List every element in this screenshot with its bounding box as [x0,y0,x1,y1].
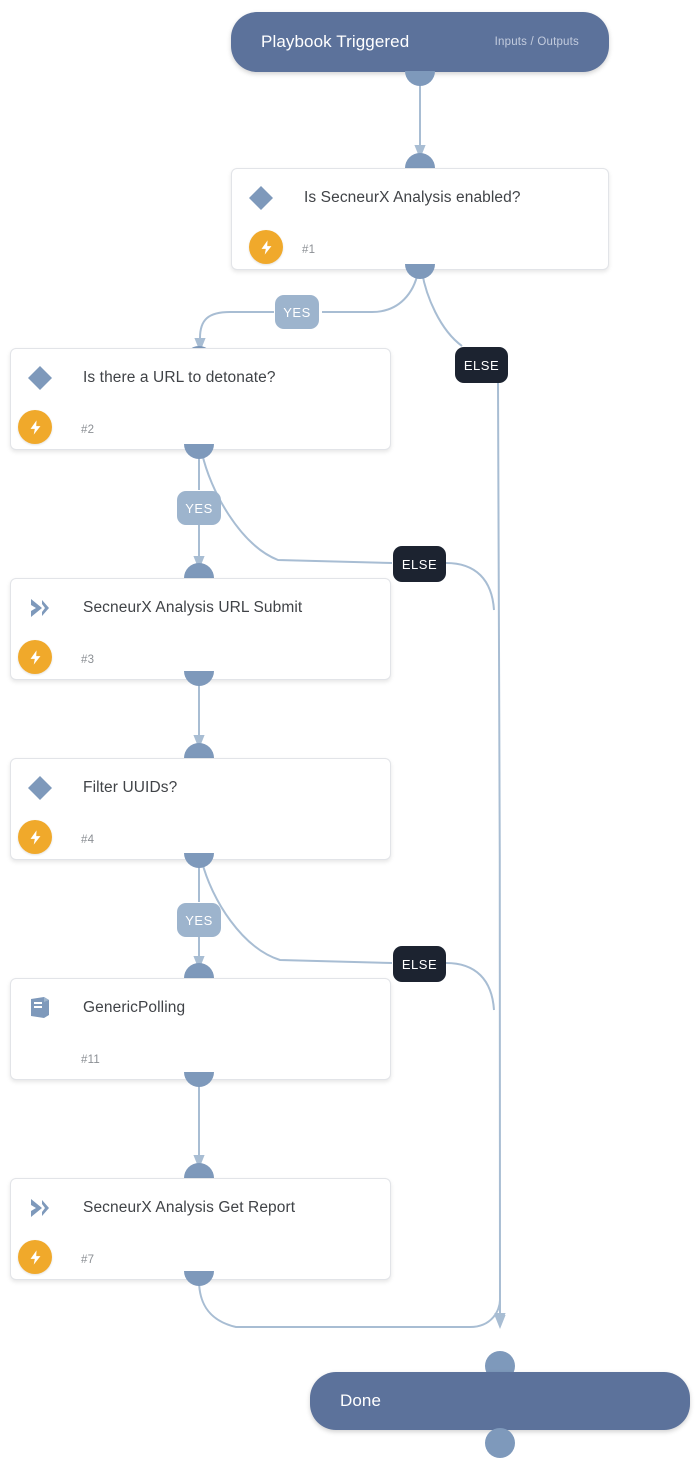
edge-n7-to-done [198,1279,501,1328]
node-is-secneurx-analysis-enabled[interactable]: Is SecneurX Analysis enabled? #1 [231,168,609,270]
playbook-triggered-title: Playbook Triggered [261,32,410,51]
book-icon [23,991,57,1025]
edge-n1-yes-2 [194,311,274,352]
diamond-icon [23,771,57,805]
n2-footer: #2 [11,407,390,453]
edge-n1-else-2 [494,381,506,1327]
n7-header: SecneurX Analysis Get Report [11,1179,390,1237]
branch-badge-else-n1[interactable]: ELSE [455,347,508,383]
n4-footer: #4 [11,817,390,863]
chevron-right-icon [23,591,57,625]
n3-footer: #3 [11,637,390,683]
diamond-icon [23,361,57,395]
chevron-right-icon [23,1191,57,1225]
n7-task-number: #7 [81,1254,95,1266]
branch-badge-else-n2[interactable]: ELSE [393,546,446,582]
n11-task-number: #11 [81,1054,100,1066]
n2-title: Is there a URL to detonate? [83,369,276,386]
n1-header: Is SecneurX Analysis enabled? [232,169,608,227]
n11-header: GenericPolling [11,979,390,1037]
n11-output-connector [184,1072,214,1087]
n2-task-number: #2 [81,424,95,436]
n11-input-connector [184,963,214,978]
branch-badge-else-n2-label: ELSE [401,556,438,572]
automation-bolt-icon [249,230,283,264]
edge-n4-else [201,861,393,964]
playbook-triggered-node[interactable]: Playbook Triggered Inputs / Outputs [231,12,609,72]
edge-n2-else [201,452,393,564]
edge-n2-else-2 [445,562,495,611]
node-secneurx-analysis-get-report[interactable]: SecneurX Analysis Get Report #7 [10,1178,391,1280]
node-generic-polling[interactable]: GenericPolling #11 [10,978,391,1080]
n11-footer: #11 [11,1037,390,1083]
n3-task-number: #3 [81,654,95,666]
edge-n4-else-2 [445,962,495,1011]
n4-input-connector [184,743,214,758]
branch-badge-else-n4-label: ELSE [401,956,438,972]
automation-bolt-icon [18,640,52,674]
edge-n1-else [421,271,463,347]
branch-badge-yes-n1-label: YES [283,304,311,320]
n4-header: Filter UUIDs? [11,759,390,817]
done-node[interactable]: Done [310,1372,690,1430]
n2-output-connector [184,444,214,459]
inputs-outputs-link[interactable]: Inputs / Outputs [494,36,579,48]
n4-output-connector [184,853,214,868]
node-secneurx-analysis-url-submit[interactable]: SecneurX Analysis URL Submit #3 [10,578,391,680]
automation-bolt-icon [18,1240,52,1274]
n4-task-number: #4 [81,834,95,846]
branch-badge-yes-n2-label: YES [185,500,213,516]
branch-badge-else-n1-label: ELSE [463,357,500,373]
start-output-connector [405,71,435,86]
node-filter-uuids[interactable]: Filter UUIDs? #4 [10,758,391,860]
node-is-there-a-url-to-detonate[interactable]: Is there a URL to detonate? #2 [10,348,391,450]
edge-n1-yes [322,271,419,313]
branch-badge-yes-n2[interactable]: YES [177,491,221,525]
n1-task-number: #1 [302,244,316,256]
n7-output-connector [184,1271,214,1286]
branch-badge-yes-n4-label: YES [185,912,213,928]
branch-badge-yes-n4[interactable]: YES [177,903,221,937]
branch-badge-else-n4[interactable]: ELSE [393,946,446,982]
n3-input-connector [184,563,214,578]
n7-footer: #7 [11,1237,390,1283]
n3-title: SecneurX Analysis URL Submit [83,599,303,616]
n3-header: SecneurX Analysis URL Submit [11,579,390,637]
automation-bolt-icon [18,820,52,854]
n7-title: SecneurX Analysis Get Report [83,1199,296,1216]
n1-input-connector [405,153,435,168]
n1-footer: #1 [232,227,608,273]
branch-badge-yes-n1[interactable]: YES [275,295,319,329]
diamond-icon [244,181,278,215]
done-title: Done [340,1391,382,1410]
n2-header: Is there a URL to detonate? [11,349,390,407]
n1-title: Is SecneurX Analysis enabled? [304,189,521,206]
automation-bolt-icon [18,410,52,444]
n4-title: Filter UUIDs? [83,779,178,796]
n1-output-connector [405,264,435,279]
n7-input-connector [184,1163,214,1178]
n3-output-connector [184,671,214,686]
n11-title: GenericPolling [83,999,186,1016]
done-output-connector [485,1428,515,1458]
